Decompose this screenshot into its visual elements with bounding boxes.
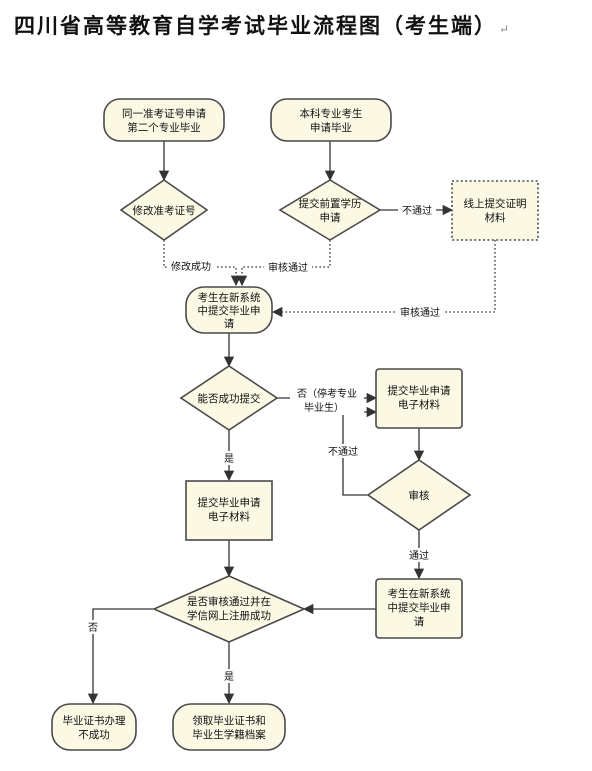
node-submit-materials-left: 提交毕业申请 电子材料 [185,480,273,541]
svg-text:电子材料: 电子材料 [398,398,440,411]
label-no-suspended: 否（停考专业 [297,387,357,400]
svg-text:请: 请 [224,317,235,330]
node-cert-fail: 毕业证书办理 不成功 [51,703,137,751]
label-review-pass-1: 审核通过 [268,261,308,274]
svg-text:考生在新系统: 考生在新系统 [198,291,261,304]
svg-text:中提交毕业申: 中提交毕业申 [198,304,261,317]
node-submit-new-system-2: 考生在新系统 中提交毕业申 请 [375,578,463,639]
label-yes-2: 是 [224,671,234,683]
node-submit-prior-edu: 提交前置学历 申请 [278,179,382,241]
svg-text:申请: 申请 [320,211,341,224]
label-review-pass-2: 审核通过 [400,306,440,319]
svg-text:提交前置学历: 提交前置学历 [299,197,362,210]
svg-text:是否审核通过并在: 是否审核通过并在 [187,595,271,608]
svg-text:毕业生）: 毕业生） [304,401,344,414]
svg-text:提交毕业申请: 提交毕业申请 [388,384,451,397]
svg-text:领取毕业证书和: 领取毕业证书和 [192,714,266,727]
svg-text:提交毕业申请: 提交毕业申请 [198,496,261,509]
arrow-prior-to-submit [236,240,331,287]
node-submit-new-system: 考生在新系统 中提交毕业申 请 [185,286,273,334]
label-not-pass-1: 不通过 [402,204,432,217]
svg-text:能否成功提交: 能否成功提交 [198,392,261,405]
svg-text:考生在新系统: 考生在新系统 [388,587,451,600]
return-mark: ↵ [499,22,512,36]
node-chsi-check: 是否审核通过并在 学信网上注册成功 [152,575,306,643]
svg-text:中提交毕业申: 中提交毕业申 [388,601,451,614]
arrow-online-to-submit [271,240,496,318]
svg-text:请: 请 [414,615,425,628]
svg-text:本科专业考生: 本科专业考生 [300,107,363,120]
node-same-admission: 同一准考证号申请 第二个专业毕业 [103,98,225,142]
node-submit-materials-right: 提交毕业申请 电子材料 [375,368,463,429]
svg-text:学信网上注册成功: 学信网上注册成功 [187,609,271,622]
svg-text:电子材料: 电子材料 [208,510,250,523]
node-review: 审核 [366,459,472,531]
label-not-pass-2: 不通过 [328,445,358,458]
edge-labels: 不通过 修改成功 审核通过 审核通过 否（停考专业 毕业生） 不通过 是 通过 … [86,203,444,683]
label-pass: 通过 [409,549,429,562]
svg-text:审核: 审核 [409,489,430,502]
svg-text:毕业证书办理: 毕业证书办理 [63,714,126,727]
svg-text:同一准考证号申请: 同一准考证号申请 [122,107,206,120]
label-yes-1: 是 [224,453,234,465]
svg-text:线上提交证明: 线上提交证明 [464,197,527,210]
svg-text:修改准考证号: 修改准考证号 [133,204,196,217]
svg-text:材料: 材料 [485,211,506,224]
arrow-check-to-fail [87,608,155,705]
node-modify-admission: 修改准考证号 [119,179,209,241]
label-no: 否 [88,622,98,634]
arrow-modify-to-submit [163,240,242,287]
node-bachelor-apply: 本科专业考生 申请毕业 [270,98,392,142]
node-cert-receive: 领取毕业证书和 毕业生学籍档案 [172,703,286,751]
svg-text:不成功: 不成功 [78,729,110,741]
svg-text:第二个专业毕业: 第二个专业毕业 [127,121,201,134]
label-modify-success: 修改成功 [171,260,211,273]
svg-text:申请毕业: 申请毕业 [310,121,352,134]
svg-text:毕业生学籍档案: 毕业生学籍档案 [192,728,266,741]
node-online-proof: 线上提交证明 材料 [451,180,539,241]
node-can-submit: 能否成功提交 [179,365,279,431]
page-title: 四川省高等教育自学考试毕业流程图（考生端）↵ [14,13,512,38]
